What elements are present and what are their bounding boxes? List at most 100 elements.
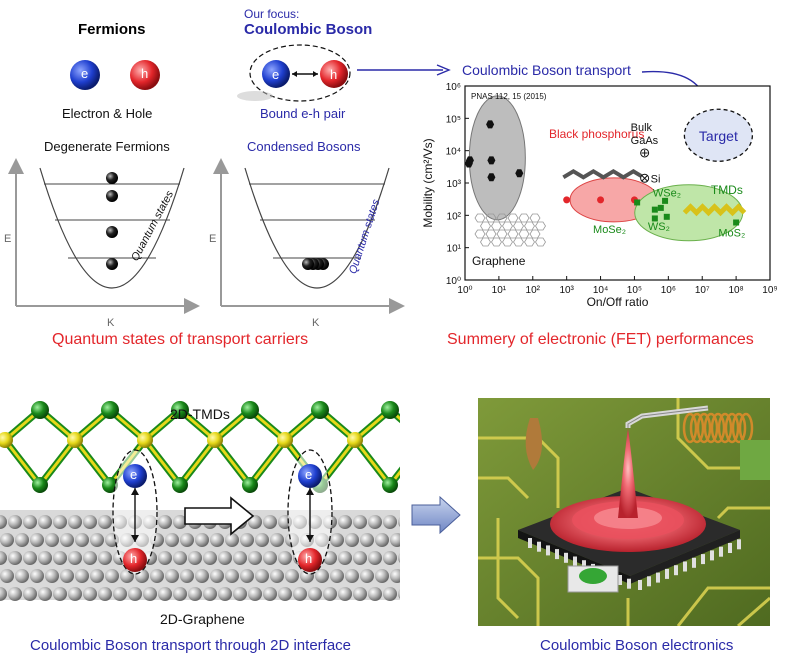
carbon-atom — [8, 515, 22, 529]
chip-pin — [627, 578, 631, 589]
gaas-point-cross — [641, 149, 648, 156]
carbon-atom — [383, 515, 397, 529]
y-axis-label: Mobility (cm²/Vs) — [421, 138, 435, 227]
middle-axis-e: E — [209, 233, 217, 245]
transport-arrow — [184, 496, 255, 536]
graphene-layer-label: 2D-Graphene — [160, 611, 245, 627]
carbon-atom — [203, 551, 217, 565]
carbon-atom — [30, 569, 44, 583]
carbon-atom — [338, 515, 352, 529]
y-tick-label: 10⁵ — [446, 114, 461, 125]
inductor-coil-turn — [731, 412, 747, 444]
carbon-atom — [45, 533, 59, 547]
carbon-atom — [53, 515, 67, 529]
carbon-atom — [38, 587, 52, 601]
carbon-atom — [263, 551, 277, 565]
carbon-atom — [398, 517, 400, 527]
fermion-state-ball — [106, 172, 118, 184]
tmd-bond-highlight — [2, 408, 78, 488]
mose2-label: MoSe₂ — [593, 224, 626, 236]
circuit-trace — [676, 586, 770, 626]
carbon-atom — [293, 587, 307, 601]
metal-atom — [241, 401, 259, 419]
carbon-atom — [398, 553, 400, 563]
chip-pin — [638, 580, 642, 590]
carbon-atom — [68, 587, 82, 601]
tmd-point — [662, 197, 669, 204]
interface-hole-label: h — [130, 551, 138, 566]
chip-pin — [564, 552, 568, 563]
carbon-atom — [45, 569, 59, 583]
electron-label: e — [81, 66, 89, 81]
interface-electron-label: e — [305, 467, 313, 482]
carbon-atom — [240, 569, 254, 583]
bottom-left-caption: Coulombic Boson transport through 2D int… — [30, 637, 352, 654]
x-axis-label: On/Off ratio — [587, 295, 649, 309]
interface-hole-ball — [298, 548, 322, 572]
carbon-atom — [345, 569, 359, 583]
chip-pin — [647, 576, 651, 587]
chalcogen-atom — [137, 432, 153, 448]
chip-pin — [737, 539, 741, 550]
carbon-atom — [90, 569, 104, 583]
metal-atom — [31, 401, 49, 419]
left-axis-k: K — [107, 317, 115, 329]
left-section-caption: Quantum states of transport carriers — [52, 331, 309, 348]
carbon-atom — [0, 569, 14, 583]
boson-electronics-illustration — [478, 398, 770, 626]
metal-atom — [382, 477, 398, 493]
chart-reference: PNAS 112, 15 (2015) — [471, 92, 547, 101]
wse2-label: WSe₂ — [653, 188, 681, 200]
tmd-point — [651, 206, 658, 213]
carbon-atom — [0, 551, 7, 565]
carbon-atom — [8, 551, 22, 565]
tmd-point — [657, 204, 664, 211]
fermion-band-diagram — [8, 158, 200, 314]
carbon-atom — [315, 569, 329, 583]
left-axis-e: E — [4, 233, 12, 245]
inductor-coil-turn — [682, 412, 698, 444]
carbon-atom — [255, 569, 269, 583]
graphene-point — [487, 156, 496, 165]
carbon-atom — [338, 587, 352, 601]
carbon-atom — [195, 533, 209, 547]
ws2-label: WS₂ — [648, 221, 670, 233]
chip-pin — [546, 545, 550, 556]
metal-atom — [381, 401, 399, 419]
bulk-label: Bulk — [631, 122, 653, 134]
tmd-point — [651, 215, 658, 222]
carbon-atom — [353, 515, 367, 529]
carbon-atom — [210, 533, 224, 547]
x-tick-label: 10⁰ — [457, 285, 472, 296]
pair-electron-label: e — [272, 67, 280, 82]
carbon-atom — [248, 551, 262, 565]
hole-ball — [130, 60, 160, 90]
middle-axis-k: K — [312, 317, 320, 329]
chip-pin — [573, 556, 577, 567]
carbon-atom — [0, 515, 7, 529]
carbon-atom — [390, 569, 400, 583]
carbon-atom — [195, 569, 209, 583]
carbon-atom — [38, 515, 52, 529]
carbon-atom — [158, 515, 172, 529]
chip-pin — [674, 565, 678, 576]
carbon-atom — [90, 533, 104, 547]
tmd-sketch — [682, 203, 747, 217]
circuit-trace — [676, 398, 770, 470]
tmd-bond-highlight — [352, 408, 400, 488]
graphene-lattice-sketch — [474, 213, 546, 247]
carbon-atom — [368, 551, 382, 565]
circuit-trace — [737, 596, 770, 626]
carbon-atom — [173, 587, 187, 601]
y-tick-label: 10⁰ — [446, 276, 461, 287]
black-phosphorus-label: Black phosphorus — [549, 127, 644, 141]
carbon-atom — [210, 569, 224, 583]
x-tick-label: 10⁷ — [695, 285, 710, 296]
bottom-right-caption: Coulombic Boson electronics — [540, 637, 734, 654]
carbon-atom — [203, 587, 217, 601]
chip-pin — [528, 538, 532, 548]
carbon-atom — [330, 569, 344, 583]
carbon-atom — [390, 533, 400, 547]
carbon-atom — [188, 551, 202, 565]
carbon-atom — [218, 551, 232, 565]
